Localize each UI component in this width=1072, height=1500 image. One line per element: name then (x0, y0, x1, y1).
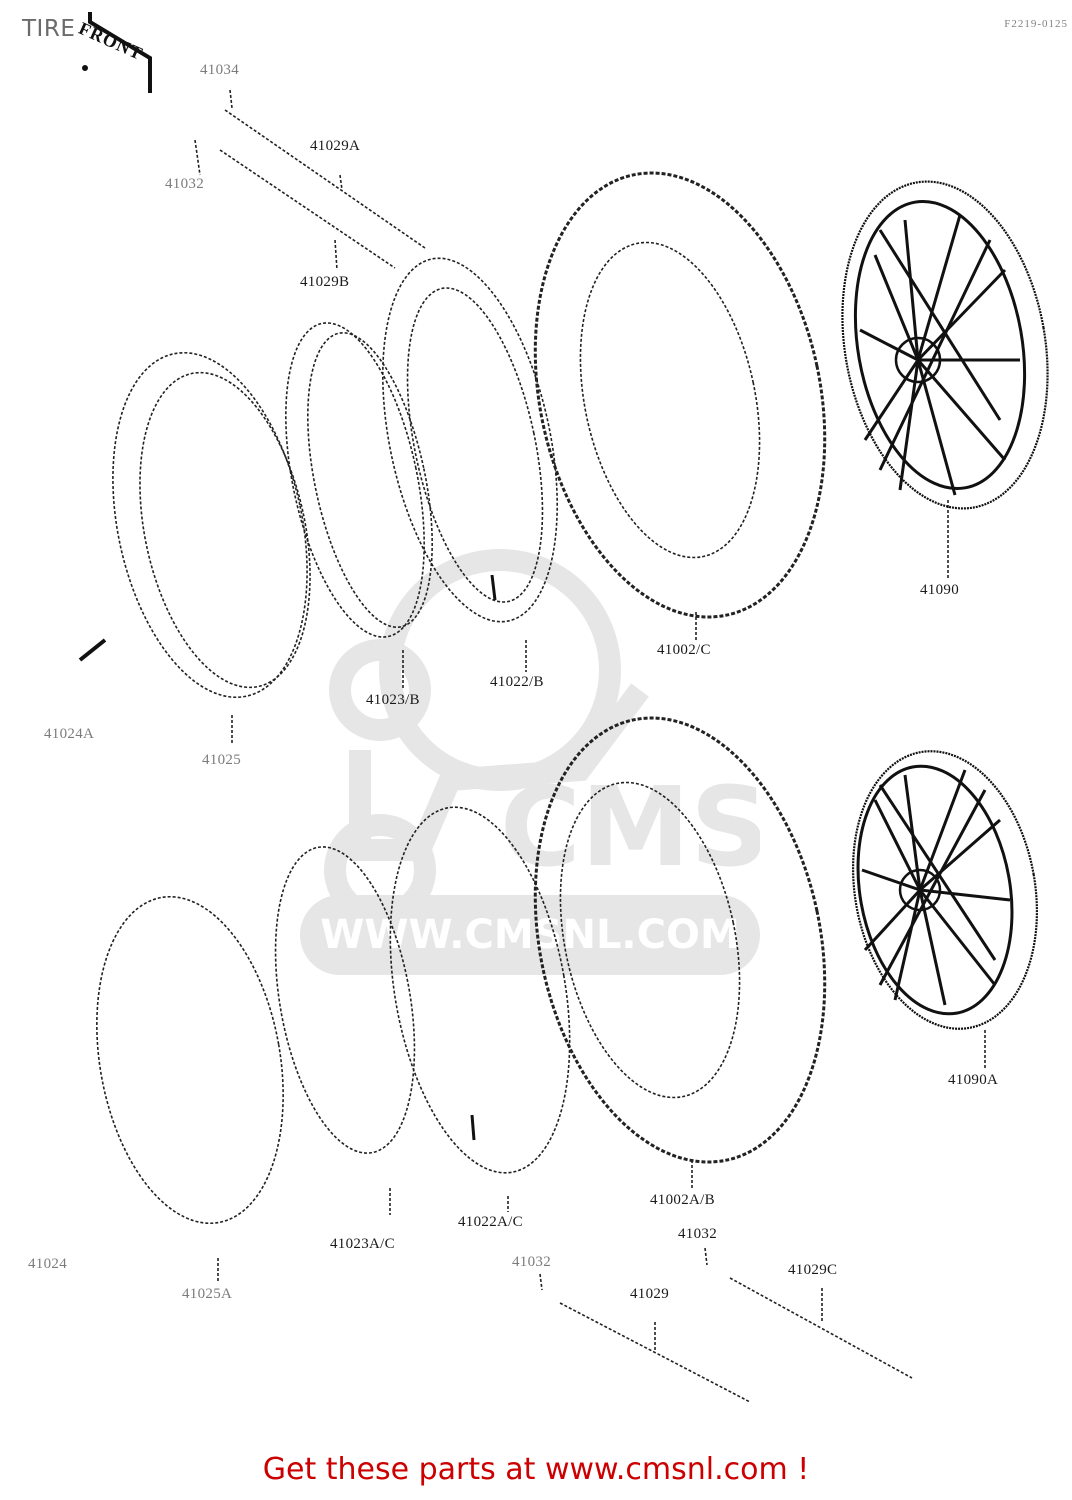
part-label-41024A[interactable]: 41024A (44, 726, 95, 742)
part-label-41022AC[interactable]: 41022A/C (458, 1214, 523, 1230)
part-label-41023AC[interactable]: 41023A/C (330, 1236, 395, 1252)
rear-tire-inner (559, 781, 741, 1099)
front-rim-band (285, 322, 425, 638)
rear-tire (533, 716, 827, 1164)
rear-rim-band (274, 846, 416, 1154)
part-label-41029C[interactable]: 41029C (788, 1262, 838, 1278)
spoke-41024A (78, 638, 107, 662)
rear-rim (96, 895, 284, 1225)
part-label-41025[interactable]: 41025 (202, 752, 241, 768)
part-label-41023B[interactable]: 41023/B (366, 692, 420, 708)
part-label-41022B[interactable]: 41022/B (490, 674, 544, 690)
front-rim (112, 351, 308, 699)
axle-41029C (729, 1277, 913, 1379)
part-label-41090[interactable]: 41090 (920, 582, 959, 598)
reference-code: F2219-0125 (1004, 18, 1068, 30)
part-label-41002C[interactable]: 41002/C (657, 642, 711, 658)
front-wheel-41090 (841, 180, 1049, 510)
get-parts-link[interactable]: Get these parts at www.cmsnl.com ! (262, 1452, 810, 1487)
part-label-41002AB[interactable]: 41002A/B (650, 1192, 715, 1208)
part-label-41090A[interactable]: 41090A (948, 1072, 999, 1088)
part-label-41024[interactable]: 41024 (28, 1256, 67, 1272)
part-label-41034[interactable]: 41034 (200, 62, 239, 78)
front-tire (533, 171, 827, 619)
part-label-41029[interactable]: 41029 (630, 1286, 669, 1302)
part-label-41032-right[interactable]: 41032 (678, 1226, 717, 1242)
part-label-41032-left[interactable]: 41032 (512, 1254, 551, 1270)
diagram-lineart (78, 89, 1049, 1403)
valve-stems (78, 574, 497, 1141)
axle-41029 (559, 1302, 751, 1403)
part-label-41025A[interactable]: 41025A (182, 1286, 233, 1302)
axle-41029A (224, 109, 426, 249)
rear-tube (389, 806, 571, 1174)
parts-diagram: CMS WWW.CMSNL.COM (22, 8, 1068, 1403)
front-direction-tag: FRONT (76, 8, 160, 93)
front-tire-inner (579, 241, 761, 559)
front-tube (382, 257, 558, 623)
part-label-41029A[interactable]: 41029A (310, 138, 361, 154)
part-label-41029B[interactable]: 41029B (300, 274, 350, 290)
axle-41029B (219, 149, 396, 269)
part-label-41032[interactable]: 41032 (165, 176, 204, 192)
rear-wheel-41090A (851, 750, 1039, 1030)
page-title: TIRE (22, 16, 76, 42)
